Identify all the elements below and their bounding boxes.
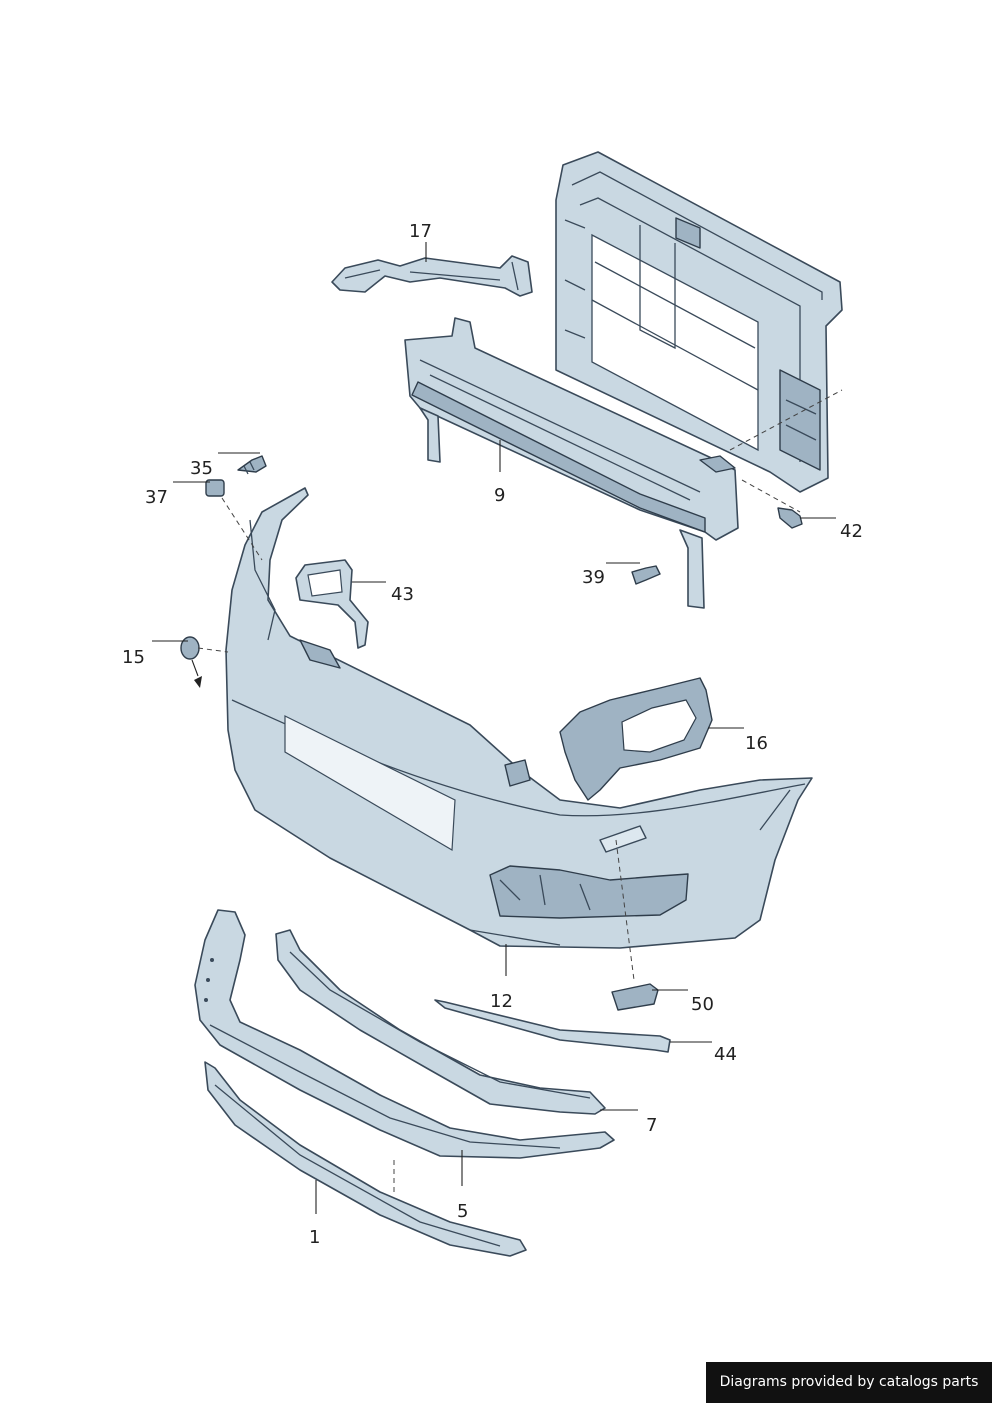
part-1-lower-trim	[204, 1061, 527, 1257]
part-15-cap	[180, 636, 202, 688]
part-39-bolt	[631, 565, 661, 585]
credit-banner: Diagrams provided by catalogs parts	[706, 1362, 992, 1403]
part-37-nut	[205, 479, 225, 497]
part-9-reinforcement	[404, 317, 739, 609]
callout-17: 17	[409, 221, 432, 242]
callout-44: 44	[714, 1044, 737, 1065]
callout-12: 12	[490, 991, 513, 1012]
lock-carrier-frame	[555, 151, 843, 493]
callout-35: 35	[190, 458, 213, 479]
part-43-bracket	[295, 559, 369, 649]
callout-16: 16	[745, 733, 768, 754]
callout-5: 5	[457, 1201, 468, 1222]
part-42-bolt	[777, 507, 803, 529]
callout-37: 37	[145, 487, 168, 508]
part-5-spoiler	[194, 909, 615, 1159]
part-35-screw	[237, 455, 267, 475]
part-12-bumper-cover	[225, 487, 813, 949]
callout-15: 15	[122, 647, 145, 668]
callout-9: 9	[494, 485, 505, 506]
part-50-cap	[611, 983, 659, 1011]
part-17-upper-bracket	[331, 255, 533, 297]
part-44-trim-strip	[434, 999, 671, 1053]
callout-1: 1	[309, 1227, 320, 1248]
callout-39: 39	[582, 567, 605, 588]
callout-42: 42	[840, 521, 863, 542]
callout-43: 43	[391, 584, 414, 605]
part-7-lower-strip	[275, 929, 606, 1115]
callout-7: 7	[646, 1115, 657, 1136]
part-16-grille-bracket	[559, 677, 713, 801]
leader-lines	[152, 242, 836, 1214]
callout-50: 50	[691, 994, 714, 1015]
